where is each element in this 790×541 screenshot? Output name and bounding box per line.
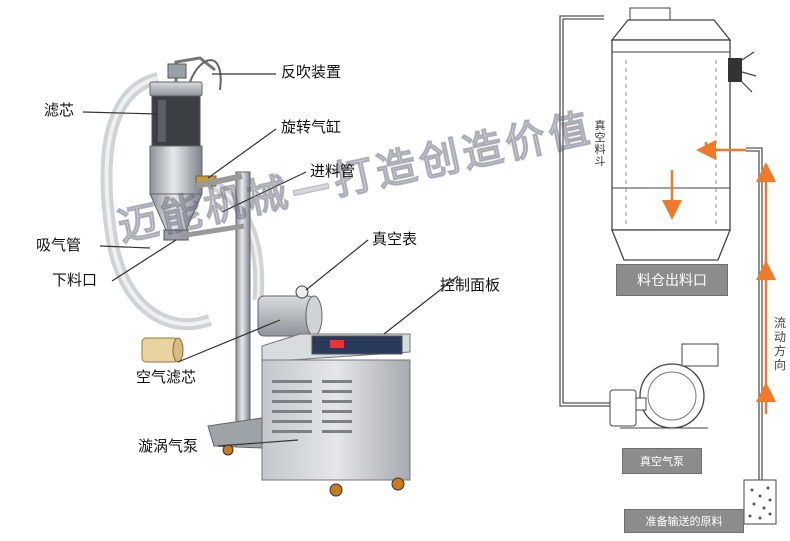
label-back-blow: 反吹装置 bbox=[281, 63, 342, 81]
cabinet-vents bbox=[272, 380, 352, 433]
pump-top-box bbox=[681, 343, 719, 367]
blowback-valve bbox=[167, 63, 187, 79]
feed-pipe-right bbox=[746, 147, 763, 482]
leader-pump bbox=[217, 439, 299, 447]
label-flow-direction: 流动方向 bbox=[773, 316, 786, 372]
leader-rotary bbox=[207, 128, 277, 179]
pump-motor bbox=[609, 389, 637, 427]
label-feed-pipe: 进料管 bbox=[310, 162, 356, 180]
box-vacuum-pump: 真空气泵 bbox=[622, 448, 702, 474]
control-panel-face bbox=[311, 335, 403, 355]
box-bin-outlet: 料仓出料口 bbox=[616, 264, 728, 296]
label-control-panel: 控制面板 bbox=[440, 276, 501, 294]
leader-discharge bbox=[111, 239, 177, 282]
label-discharge-port: 下料口 bbox=[52, 271, 98, 289]
base-frame bbox=[207, 417, 263, 449]
leader-suction bbox=[99, 245, 151, 249]
tank-valve bbox=[728, 58, 742, 82]
label-air-filter: 空气滤芯 bbox=[136, 368, 197, 386]
tank-lid bbox=[610, 19, 732, 41]
leader-feed bbox=[221, 171, 307, 213]
leader-panel bbox=[383, 275, 459, 335]
label-rotary-cylinder: 旋转气缸 bbox=[281, 118, 342, 136]
tank-top-pipe bbox=[629, 7, 671, 21]
hopper-body bbox=[149, 145, 203, 195]
return-pipe bbox=[559, 15, 620, 407]
leader-airfilter bbox=[177, 319, 281, 363]
label-vacuum-gauge: 真空表 bbox=[372, 230, 418, 248]
wheel bbox=[222, 444, 234, 456]
hopper-cap bbox=[149, 81, 203, 97]
label-vortex-pump: 漩涡气泵 bbox=[138, 437, 199, 455]
label-vacuum-hopper: 真空料斗 bbox=[594, 119, 606, 168]
leader-gauge bbox=[305, 239, 369, 291]
tank-cone bbox=[611, 229, 731, 261]
pump-housing bbox=[639, 363, 705, 429]
label-filter-core: 滤芯 bbox=[44, 101, 75, 119]
vacuum-gauge-dial bbox=[295, 285, 309, 299]
box-material: 准备输送的原料 bbox=[624, 509, 744, 533]
label-suction-pipe: 吸气管 bbox=[36, 236, 82, 254]
leader-filter bbox=[82, 111, 159, 115]
